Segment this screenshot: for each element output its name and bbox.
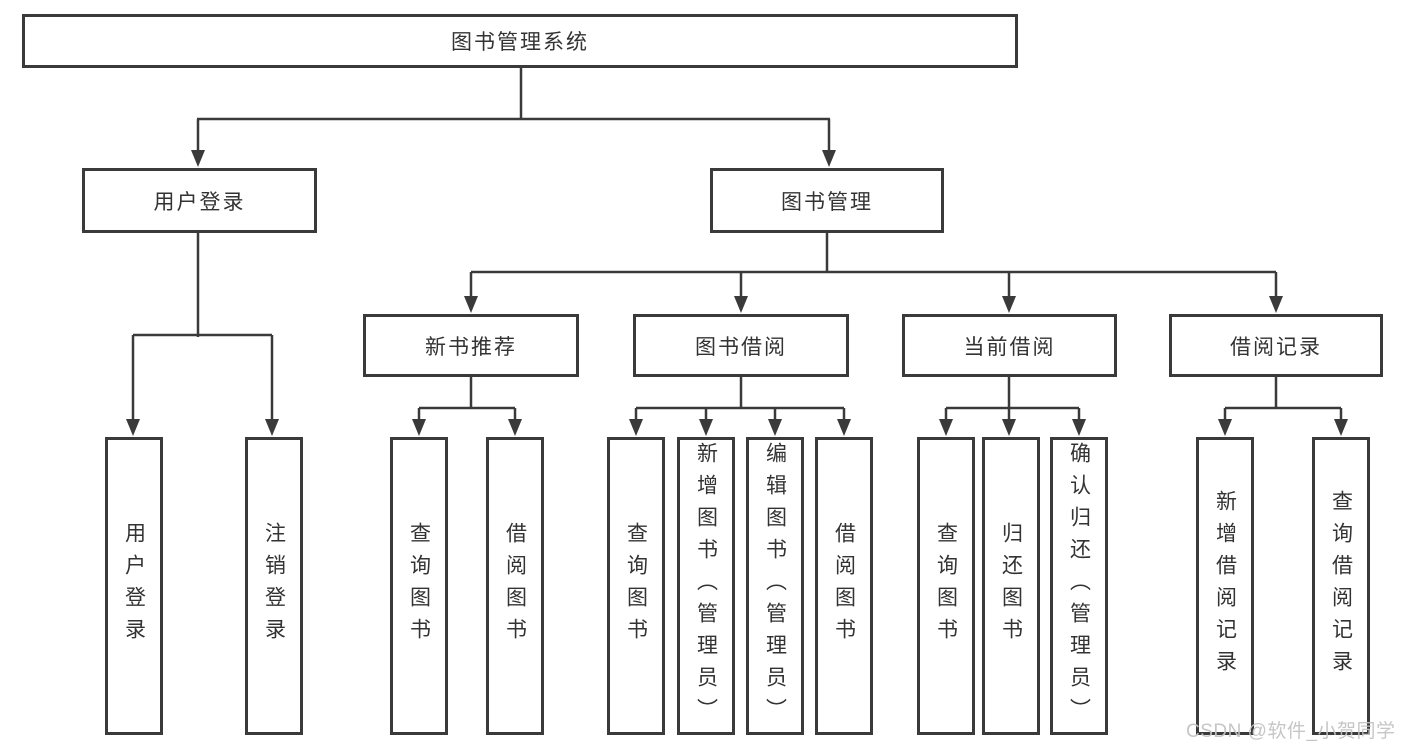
leaf-user-login-label: 用户登录	[122, 522, 146, 650]
leaf-query-books-recommend: 查询图书	[390, 437, 448, 735]
node-book-management: 图书管理	[710, 168, 944, 233]
node-borrowing-records: 借阅记录	[1169, 314, 1383, 377]
node-current-borrowing-label: 当前借阅	[963, 335, 1056, 359]
csdn-watermark: CSDN @软件_小贺同学	[1186, 721, 1396, 742]
node-root: 图书管理系统	[22, 14, 1018, 68]
leaf-confirm-return-admin-label: 确认归还（管理员）	[1067, 442, 1091, 730]
node-book-borrowing: 图书借阅	[633, 314, 849, 377]
leaf-borrow-books-label: 借阅图书	[832, 522, 856, 650]
leaf-add-borrow-record: 新增借阅记录	[1196, 437, 1254, 735]
node-new-book-recommendation: 新书推荐	[363, 314, 579, 377]
leaf-edit-books-admin: 编辑图书（管理员）	[746, 437, 804, 735]
leaf-borrow-books-recommend: 借阅图书	[486, 437, 544, 735]
leaf-borrow-books-recommend-label: 借阅图书	[503, 522, 527, 650]
leaf-query-books-recommend-label: 查询图书	[407, 522, 431, 650]
leaf-query-books-current: 查询图书	[917, 437, 975, 735]
node-book-borrowing-label: 图书借阅	[695, 335, 787, 359]
leaf-query-books-borrowing: 查询图书	[607, 437, 665, 735]
leaf-query-borrow-record-label: 查询借阅记录	[1329, 490, 1353, 682]
node-user-login-label: 用户登录	[153, 190, 246, 214]
node-borrowing-records-label: 借阅记录	[1230, 335, 1322, 359]
leaf-confirm-return-admin: 确认归还（管理员）	[1050, 437, 1108, 735]
leaf-borrow-books: 借阅图书	[815, 437, 873, 735]
leaf-user-login: 用户登录	[105, 437, 163, 735]
leaf-query-borrow-record: 查询借阅记录	[1312, 437, 1370, 735]
node-user-login: 用户登录	[82, 168, 317, 233]
leaf-logout: 注销登录	[245, 437, 303, 735]
node-book-management-label: 图书管理	[781, 190, 873, 214]
node-root-label: 图书管理系统	[451, 31, 589, 54]
leaf-return-books: 归还图书	[982, 437, 1040, 735]
leaf-edit-books-admin-label: 编辑图书（管理员）	[763, 442, 787, 730]
leaf-return-books-label: 归还图书	[999, 522, 1023, 650]
leaf-query-books-borrowing-label: 查询图书	[624, 522, 648, 650]
leaf-add-books-admin: 新增图书（管理员）	[677, 437, 735, 735]
leaf-add-books-admin-label: 新增图书（管理员）	[694, 442, 718, 730]
leaf-query-books-current-label: 查询图书	[934, 522, 958, 650]
node-new-book-recommendation-label: 新书推荐	[425, 335, 517, 359]
node-current-borrowing: 当前借阅	[902, 314, 1117, 377]
leaf-logout-label: 注销登录	[262, 522, 286, 650]
leaf-add-borrow-record-label: 新增借阅记录	[1213, 490, 1237, 682]
